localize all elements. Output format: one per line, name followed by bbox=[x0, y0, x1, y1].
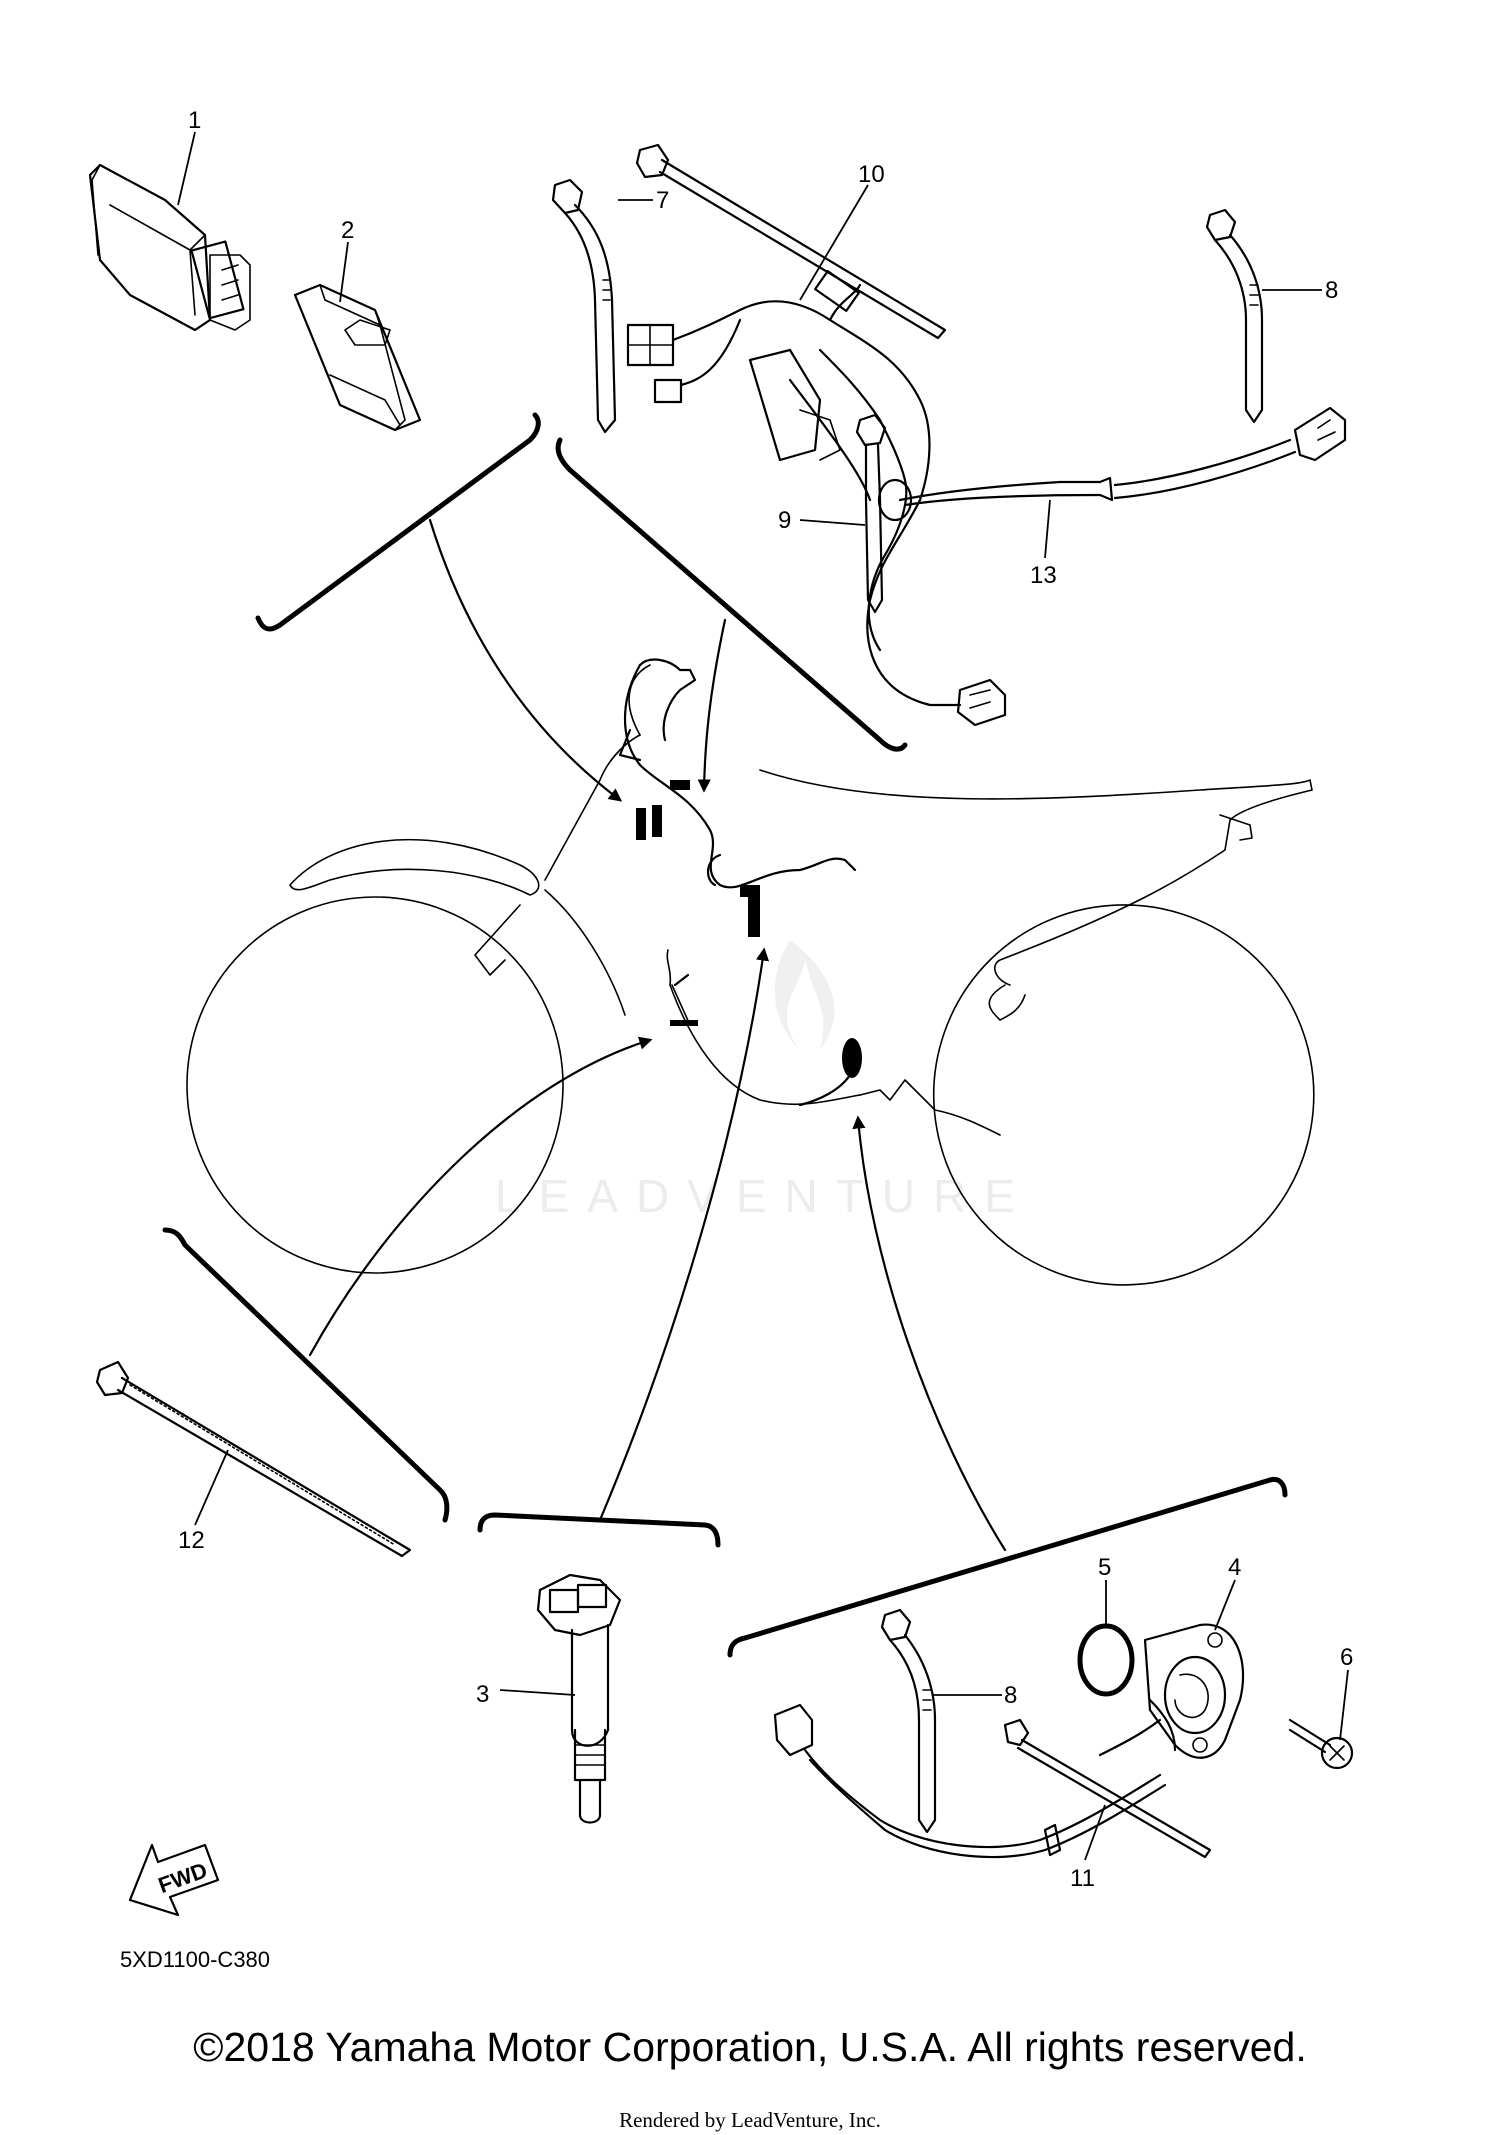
callout-labels: 1 2 3 4 5 6 7 8 8 9 10 11 12 13 bbox=[178, 107, 1353, 1892]
callout-5: 5 bbox=[1098, 1554, 1111, 1581]
part-sensor-lead bbox=[773, 1703, 1212, 1859]
arrow-sensor bbox=[852, 1115, 1007, 1552]
callout-9: 9 bbox=[778, 507, 791, 534]
crank-sensor-on-bike bbox=[842, 1038, 862, 1078]
front-wheel bbox=[186, 896, 564, 1274]
callout-13: 13 bbox=[1030, 562, 1057, 589]
copyright-notice: ©2018 Yamaha Motor Corporation, U.S.A. A… bbox=[193, 2024, 1307, 2070]
rendered-by-credit: Rendered by LeadVenture, Inc. bbox=[619, 2108, 881, 2132]
part-connector-cover bbox=[293, 283, 422, 432]
callout-10: 10 bbox=[858, 161, 885, 188]
part-cable-tie-10 bbox=[635, 143, 947, 340]
tie-on-bike bbox=[670, 1020, 698, 1026]
arrow-tie bbox=[308, 1036, 653, 1357]
watermark: LEADVENTURE bbox=[495, 940, 1033, 1222]
part-cable-tie-8-top bbox=[1205, 208, 1264, 424]
callout-12: 12 bbox=[178, 1527, 205, 1554]
diagram-code: 5XD1100-C380 bbox=[120, 1947, 270, 1972]
part-cable-tie-7 bbox=[551, 178, 617, 434]
callout-1: 1 bbox=[188, 107, 201, 134]
arrow-harness bbox=[697, 618, 727, 793]
pointer-arrows bbox=[308, 518, 1007, 1552]
sensor-on-bike bbox=[740, 885, 760, 897]
part-cable-tie-12 bbox=[95, 1360, 412, 1558]
callout-leaders bbox=[177, 131, 1349, 1861]
part-wire-harness bbox=[626, 269, 1347, 727]
callout-3: 3 bbox=[476, 1681, 489, 1708]
callout-2: 2 bbox=[341, 217, 354, 244]
callout-8-bottom: 8 bbox=[1004, 1682, 1017, 1709]
callout-6: 6 bbox=[1340, 1644, 1353, 1671]
group-brackets bbox=[162, 412, 1288, 1658]
callout-7: 7 bbox=[656, 187, 669, 214]
part-ecu bbox=[88, 163, 251, 332]
harness-on-bike bbox=[618, 658, 862, 1107]
part-cable-tie-9 bbox=[855, 413, 913, 614]
front-fender bbox=[289, 838, 540, 896]
part-crank-sensor bbox=[1098, 1623, 1245, 1759]
callout-8-top: 8 bbox=[1325, 277, 1338, 304]
watermark-text: LEADVENTURE bbox=[495, 1170, 1033, 1222]
part-o-ring bbox=[1077, 1623, 1135, 1697]
part-ignition-coil bbox=[536, 1573, 622, 1824]
ecu-on-bike bbox=[636, 808, 646, 840]
callout-11: 11 bbox=[1070, 1865, 1095, 1892]
motorcycle-outline bbox=[186, 664, 1315, 1286]
part-cable-tie-8-bottom bbox=[880, 1608, 937, 1834]
arrow-ecu bbox=[428, 518, 623, 802]
callout-4: 4 bbox=[1228, 1554, 1241, 1581]
fwd-arrow-icon bbox=[128, 1843, 220, 1917]
rear-wheel bbox=[933, 904, 1315, 1286]
arrow-ignition-coil bbox=[598, 947, 770, 1522]
fwd-arrow: FWD bbox=[128, 1843, 220, 1917]
part-bolt bbox=[1288, 1718, 1354, 1770]
